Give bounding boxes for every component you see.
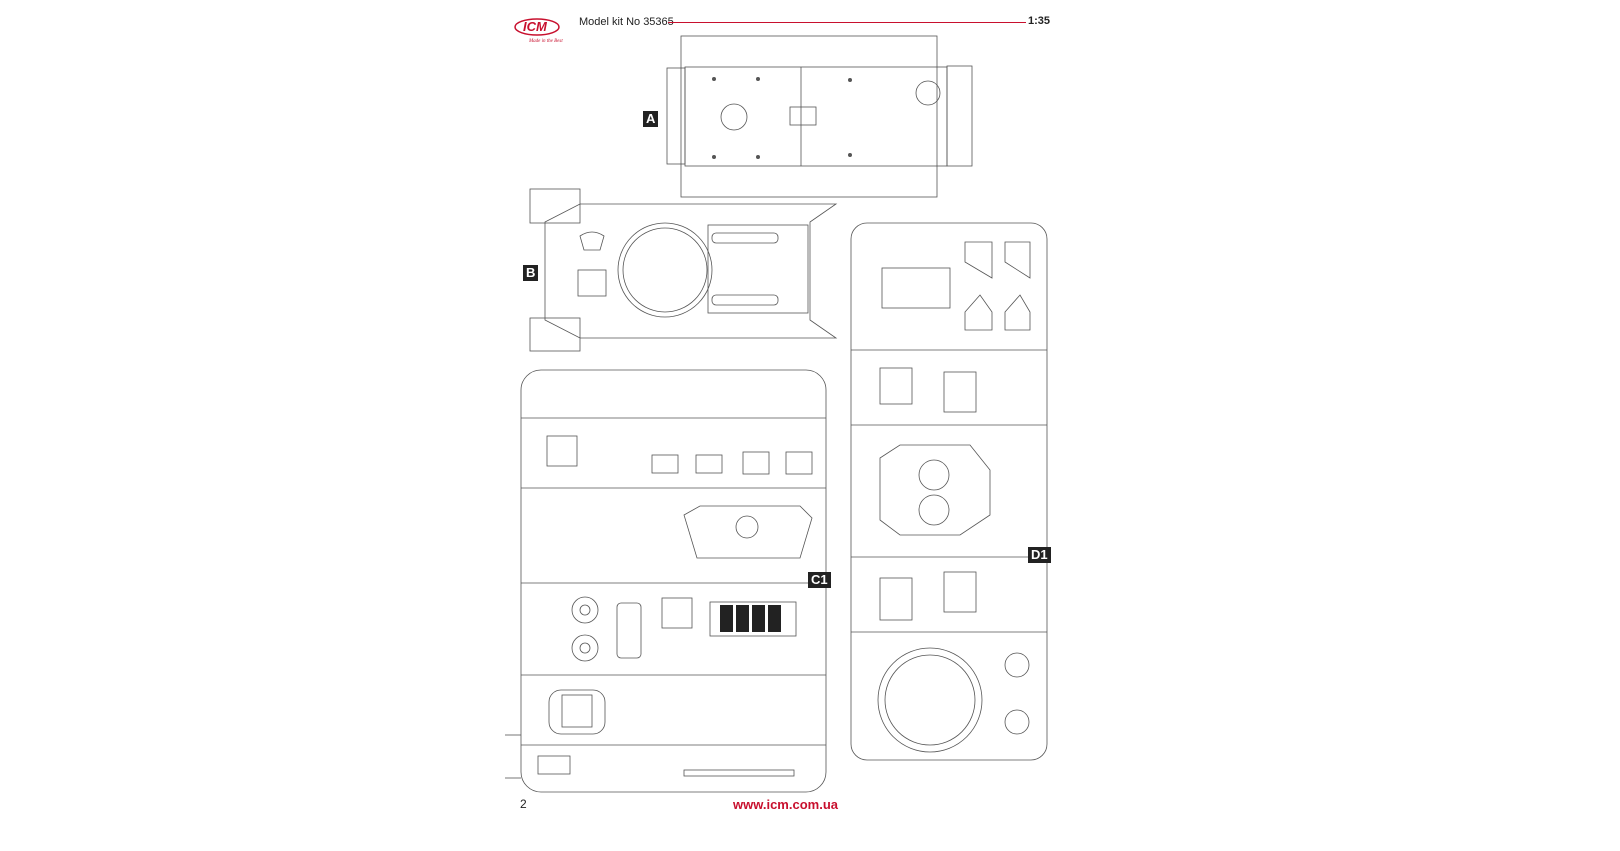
scale: 1:35 — [1028, 15, 1051, 27]
svg-text:Made in the Best: Made in the Best — [528, 39, 563, 44]
page-number: 2 — [520, 797, 527, 811]
part-a-drawing — [666, 35, 973, 198]
header-rule — [668, 22, 1026, 23]
part-label-b: B — [523, 265, 539, 281]
icm-logo: ICM Made in the Best — [513, 14, 565, 44]
sprue-c1-drawing — [505, 369, 827, 793]
website-link[interactable]: www.icm.com.ua — [733, 797, 838, 812]
part-label-a: A — [643, 111, 659, 127]
sprue-d1-drawing — [850, 222, 1048, 761]
part-b-drawing — [529, 188, 838, 352]
kit-number: Model kit No 35365 — [579, 16, 674, 28]
sprue-label-c1: C1 — [808, 572, 831, 588]
sprue-label-d1: D1 — [1028, 547, 1051, 563]
svg-text:ICM: ICM — [523, 19, 548, 34]
